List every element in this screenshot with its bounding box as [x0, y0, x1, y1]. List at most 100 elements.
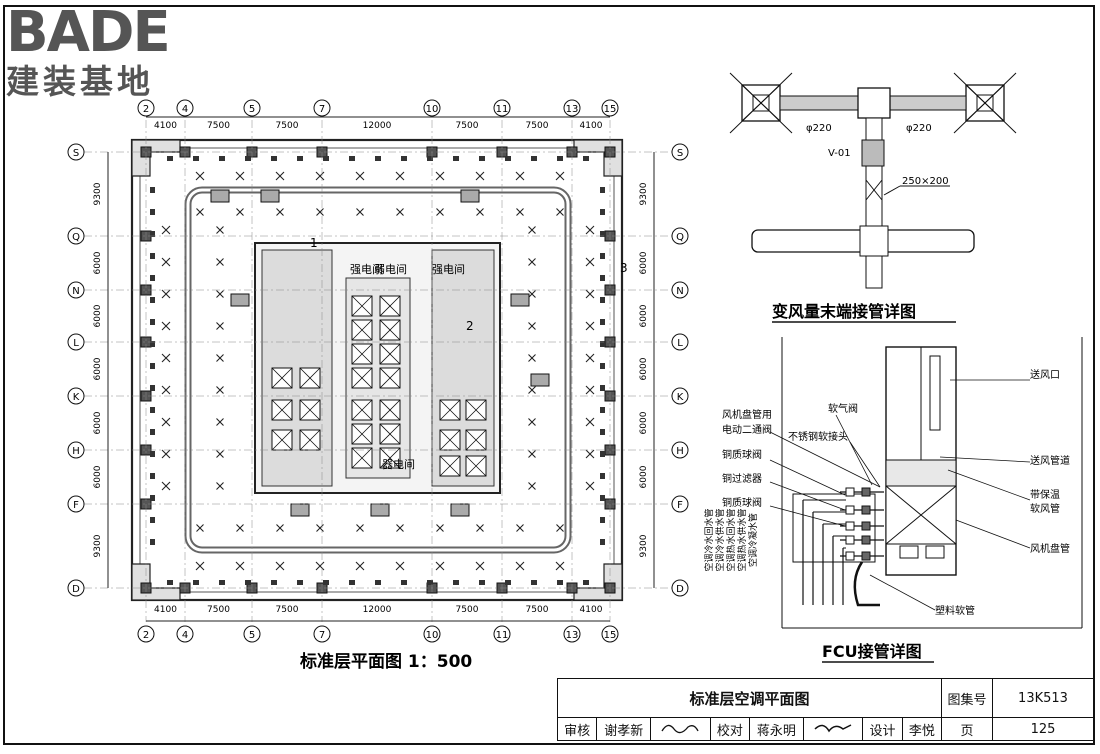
room-elec: 强电间 — [350, 263, 383, 276]
vav-unit — [505, 580, 511, 585]
axis-label-bottom: 13 — [566, 630, 579, 641]
axis-bubble — [423, 625, 441, 643]
axis-label-top: 2 — [143, 104, 149, 115]
valve — [861, 535, 871, 545]
vav-unit — [271, 156, 277, 161]
diffuser — [528, 418, 536, 426]
axis-label-bottom: 7 — [319, 630, 325, 641]
dim-bottom: 12000 — [363, 605, 392, 615]
vav-unit — [600, 297, 605, 303]
valve — [845, 551, 855, 561]
vav-unit — [150, 385, 155, 391]
vav-unit — [600, 275, 605, 281]
axis-label-right: Q — [676, 232, 684, 243]
axis-bubble — [671, 387, 689, 405]
pipe-panel — [792, 493, 876, 563]
axis-label-left: F — [73, 500, 79, 511]
valve — [845, 487, 855, 497]
diffuser — [316, 208, 324, 216]
vav-unit — [600, 253, 605, 259]
vav-unit — [150, 363, 155, 369]
vav-unit — [375, 580, 381, 585]
diffuser — [161, 353, 171, 363]
vav-duct-size: 250×200 — [902, 176, 949, 187]
check-label: 校对 — [709, 717, 750, 741]
diffuser — [585, 353, 595, 363]
diffuser-right — [953, 72, 1017, 134]
duct-down — [865, 255, 883, 289]
vav-unit — [375, 156, 381, 161]
fcu-label-right: 带保温 — [1030, 488, 1060, 501]
fcu-vertical-pipes — [802, 499, 846, 605]
elevator-x — [351, 367, 373, 389]
elevator-shafts — [271, 295, 487, 477]
axis-bubble — [423, 99, 441, 117]
valve — [845, 535, 855, 545]
diffuser — [516, 208, 524, 216]
fcu-label-right: 软风管 — [1030, 502, 1060, 515]
dim-left: 9300 — [93, 534, 103, 557]
reviewer-signature — [650, 717, 711, 741]
vav-box — [230, 293, 250, 307]
page-label: 页 — [941, 717, 993, 741]
diffuser — [276, 524, 284, 532]
dim-right: 6000 — [639, 357, 649, 380]
diffuser — [585, 289, 595, 299]
dim-top: 7500 — [276, 121, 299, 131]
diffuser — [556, 208, 564, 216]
vav-unit — [150, 231, 155, 237]
diffuser — [585, 257, 595, 267]
fcu-valves — [840, 487, 884, 561]
vav-unit — [479, 156, 485, 161]
fcu-leaders — [769, 379, 1031, 611]
vav-unit — [245, 580, 251, 585]
dim-top: 7500 — [207, 121, 230, 131]
axis-label-right: H — [676, 446, 684, 457]
pipe-label: 空调冷水供水管 — [714, 508, 726, 571]
elevator-x — [299, 367, 321, 389]
diffuser — [396, 208, 404, 216]
diffuser — [435, 561, 445, 571]
diffuser — [356, 524, 364, 532]
dim-right: 9300 — [639, 534, 649, 557]
diffuser — [276, 208, 284, 216]
valve — [861, 551, 871, 561]
vav-box — [210, 189, 230, 203]
flex-connector — [885, 459, 957, 487]
fcu-label-soft: 软气阀 — [828, 402, 858, 415]
pipe-label: 空调热水回水管 — [725, 508, 737, 571]
pipe-label: 空调冷凝水管 — [747, 513, 759, 567]
dim-left: 6000 — [93, 304, 103, 327]
valve — [845, 521, 855, 531]
axis-bubble — [601, 99, 619, 117]
diffuser — [515, 171, 525, 181]
diffuser — [475, 171, 485, 181]
dim-bottom: 4100 — [154, 605, 177, 615]
vav-unit — [150, 209, 155, 215]
vav-unit — [600, 231, 605, 237]
elevator-x — [299, 429, 321, 451]
dim-top: 12000 — [363, 121, 392, 131]
axis-bubble — [313, 625, 331, 643]
diffuser — [556, 524, 564, 532]
axis-label-right: K — [677, 392, 684, 403]
vav-unit — [427, 580, 433, 585]
diffuser — [585, 417, 595, 427]
atlas-number: 13K513 — [992, 678, 1094, 718]
axis-label-left: N — [72, 286, 79, 297]
fcu-label-bottom: 塑料软管 — [935, 604, 975, 617]
vav-unit — [323, 156, 329, 161]
floor-plan: 强电间 弱电间 强电间 器电间 3 2 1 224455771010111113… — [67, 99, 689, 672]
elevator-x — [379, 399, 401, 421]
pipe-label: 空调冷水回水管 — [703, 508, 715, 571]
elevator-x — [465, 429, 487, 451]
axis-label-right: S — [677, 148, 683, 159]
riser-duct — [865, 117, 883, 143]
diffuser — [515, 561, 525, 571]
axis-bubble — [493, 625, 511, 643]
corner-wing-tr — [573, 139, 623, 177]
diffuser — [436, 524, 444, 532]
axis-bubble — [671, 333, 689, 351]
reviewer-name: 谢孝新 — [596, 717, 652, 741]
